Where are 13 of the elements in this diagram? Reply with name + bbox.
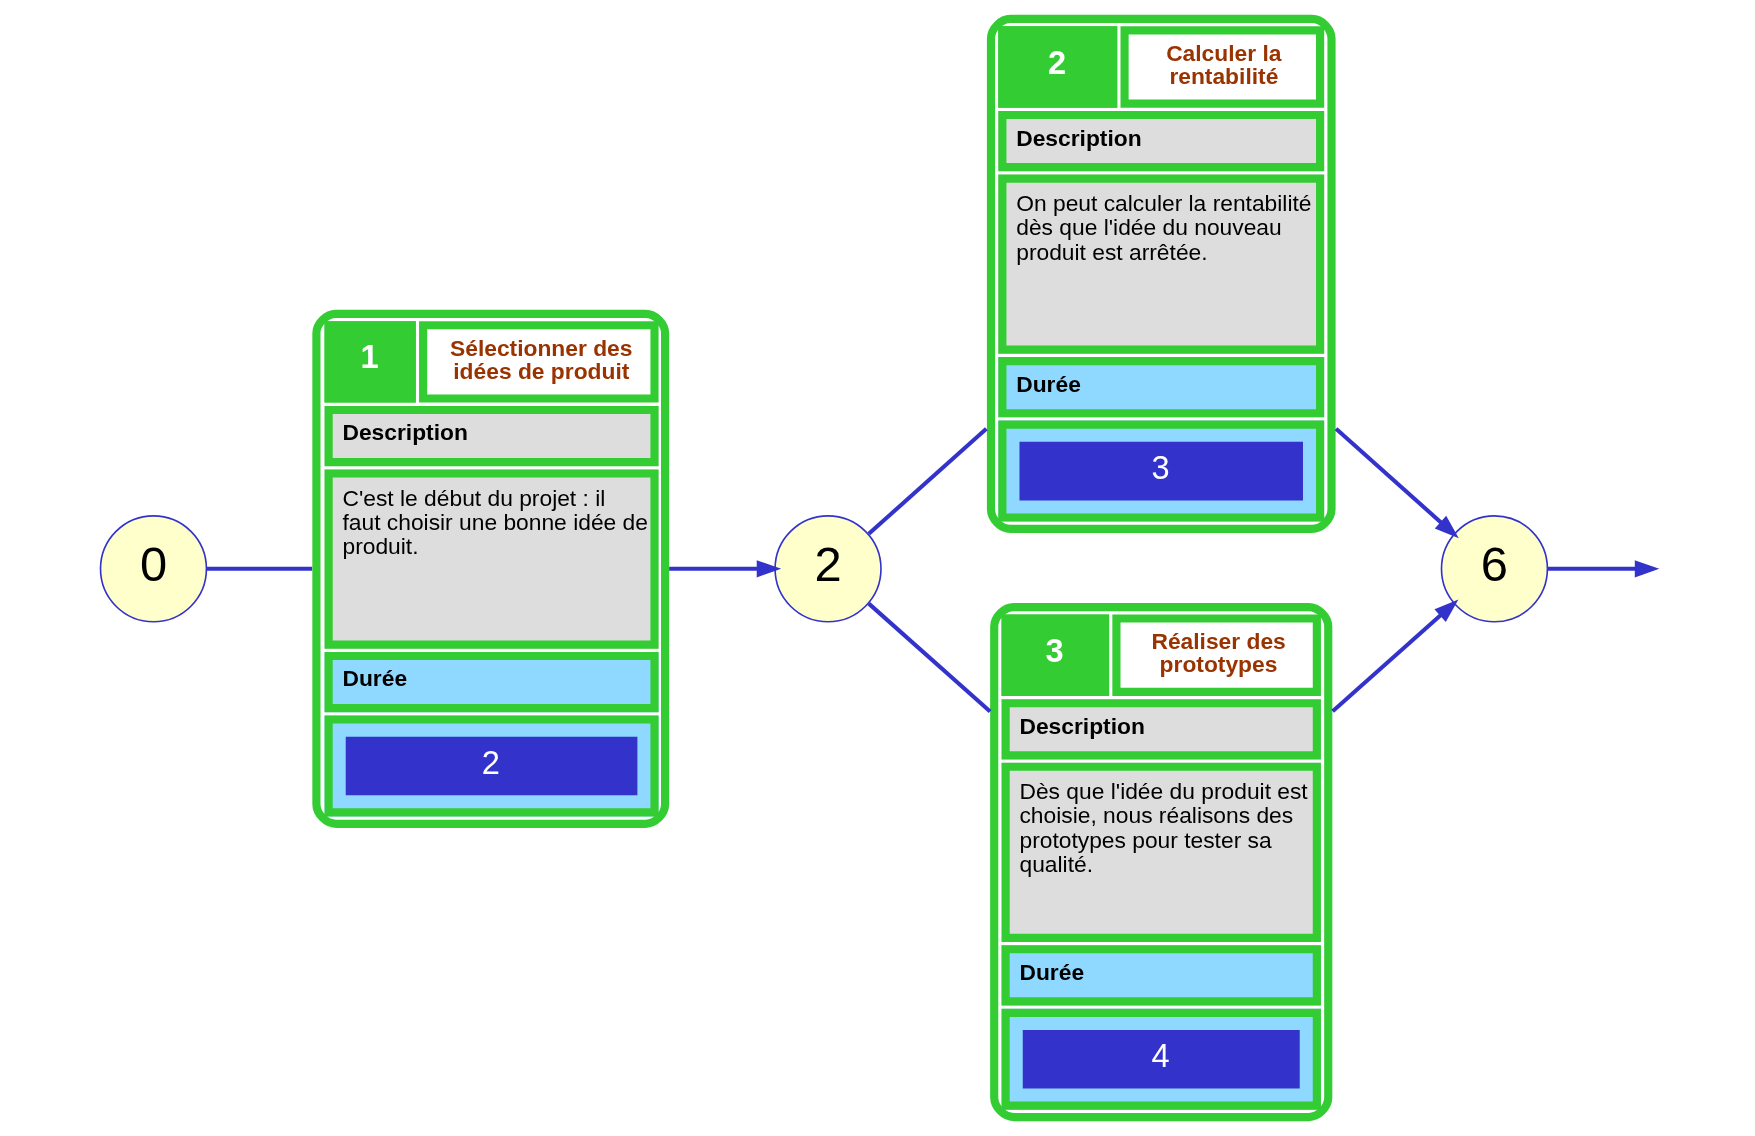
- arrow: [1331, 599, 1459, 713]
- arrow: [669, 560, 782, 578]
- arrow: [1547, 560, 1660, 578]
- node-box: 3 Réaliser des prototypes Description Dès que l'idée du produit est choisie, nous réalisons des prototypes pour tester sa qualité. Durée 4: [990, 603, 1333, 1122]
- node-box: 2 Calculer la rentabilité Description On peut calculer la rentabilité dès que l'idée du nouveau produit est arrêtée. Durée 3: [986, 14, 1336, 533]
- node-box: 1 Sélectionner des idées de produit Description C'est le début du projet : il faut choisir une bonne idée de produit. Durée 2: [312, 309, 670, 828]
- node-circle: 2: [774, 515, 882, 623]
- node-circle: 0: [99, 515, 208, 623]
- arrow: [1334, 427, 1459, 539]
- connector: [206, 566, 313, 571]
- node-circle: 6: [1440, 515, 1549, 623]
- connector: [867, 427, 988, 536]
- connector: [867, 602, 992, 713]
